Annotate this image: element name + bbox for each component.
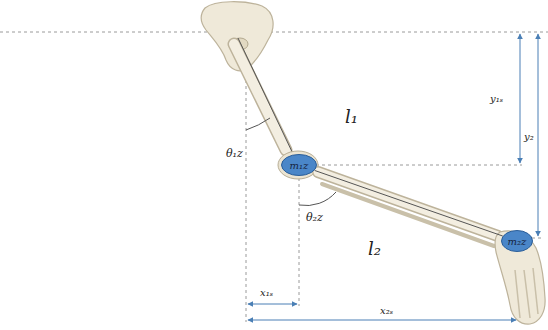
shank-line (315, 170, 503, 236)
dimension-label: x₂ₛ (380, 306, 393, 316)
dimension-label: l₂ (368, 240, 381, 258)
dimension-label: y₁ₛ (490, 94, 503, 104)
dimension-label: y₂ (524, 132, 534, 142)
dimension-label: θ₁z (226, 148, 243, 159)
dimension-label: x₁ₛ (260, 288, 273, 298)
mass-label: m₁z (290, 160, 309, 171)
mass-label: m₂z (508, 236, 527, 247)
dimension-label: θ₂z (306, 212, 323, 223)
dimension-label: l₁ (345, 108, 358, 126)
mass-circle: m₂z (501, 230, 533, 252)
mass-circle: m₁z (281, 154, 317, 176)
